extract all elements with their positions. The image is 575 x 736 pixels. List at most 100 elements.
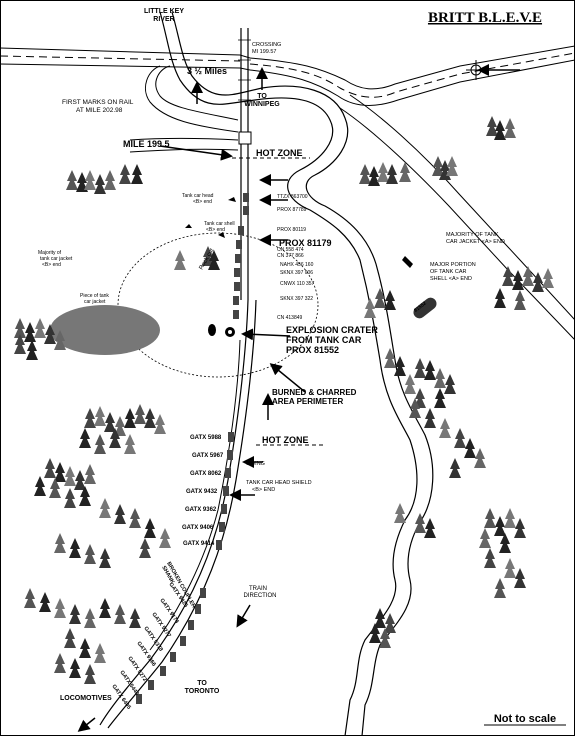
tree-icon xyxy=(512,270,524,290)
tree-icon xyxy=(464,438,476,458)
tree-icon xyxy=(114,604,126,624)
tree-icon xyxy=(542,268,554,288)
tree-icon xyxy=(449,458,461,478)
north-arrow-icon xyxy=(466,60,520,80)
tree-icon xyxy=(84,544,96,564)
tree-icon xyxy=(484,548,496,568)
tree-icon xyxy=(494,120,506,140)
car-label-north: NAHX 456 160 xyxy=(280,262,314,268)
tree-icon xyxy=(502,266,514,286)
tree-icon xyxy=(494,288,506,308)
car-label-north: SKNX 397 006 xyxy=(280,270,313,276)
tree-icon xyxy=(64,488,76,508)
hot-zone-lines xyxy=(232,157,326,446)
tree-icon xyxy=(434,368,446,388)
tree-icon xyxy=(504,508,516,528)
major-portion-label: OF TANK CAR xyxy=(430,269,466,275)
tree-icon xyxy=(124,408,136,428)
burned-area-label: BURNED & CHARRED xyxy=(272,388,357,397)
tree-icon xyxy=(44,458,56,478)
tree-icon xyxy=(364,298,376,318)
tree-icon xyxy=(174,250,186,270)
to-toronto: TO xyxy=(197,680,207,687)
tree-icon xyxy=(494,578,506,598)
tree-icon xyxy=(494,516,506,536)
piece-jacket-label: car jacket xyxy=(84,299,106,305)
tree-icon xyxy=(384,290,396,310)
car-label-south: GATX 8062 xyxy=(190,471,222,477)
crater xyxy=(208,324,235,337)
explosion-label: EXPLOSION CRATER xyxy=(286,325,378,335)
head-shield-label: TANK CAR HEAD SHIELD xyxy=(246,480,312,486)
car-label-north: CN 377 866 xyxy=(277,253,304,259)
tree-icon xyxy=(144,518,156,538)
locomotives-label: LOCOMOTIVES xyxy=(60,695,112,702)
river-label: RIVER xyxy=(153,16,174,23)
tree-icon xyxy=(479,528,491,548)
to-winnipeg: TO xyxy=(257,93,267,100)
tree-icon xyxy=(144,408,156,428)
tree-icon xyxy=(394,503,406,523)
tree-icon xyxy=(79,638,91,658)
car-label-north: CN 558 474 xyxy=(277,247,304,253)
tree-icon xyxy=(64,466,76,486)
tree-icon xyxy=(104,412,116,432)
tree-icon xyxy=(377,162,389,182)
tree-icon xyxy=(154,414,166,434)
car-label-south: GATX 9406 xyxy=(182,525,214,531)
car-label-north: PROX 81179 xyxy=(279,238,332,248)
first-marks-label: AT MILE 202.98 xyxy=(76,107,123,114)
tree-icon xyxy=(114,504,126,524)
tree-icon xyxy=(394,356,406,376)
tree-icon xyxy=(514,290,526,310)
jacket-b-label: Majority of xyxy=(38,250,62,256)
tree-icon xyxy=(99,498,111,518)
car-label-south: GATX 9362 xyxy=(185,507,217,513)
tree-icon xyxy=(69,538,81,558)
tank-head-label: Tank car head xyxy=(182,193,214,199)
crossing-label: CROSSING xyxy=(252,42,281,48)
majority-a-label: MAJORITY OF TANK xyxy=(446,232,499,238)
tree-icon xyxy=(84,170,96,190)
tree-icon xyxy=(84,464,96,484)
debris xyxy=(185,197,413,268)
to-toronto: TORONTO xyxy=(185,688,220,695)
jacket-b-label: tank car jacket xyxy=(40,256,73,262)
distance-label: 3 ½ Miles xyxy=(187,66,227,76)
tree-icon xyxy=(514,568,526,588)
tree-icon xyxy=(404,374,416,394)
tank-shell-a xyxy=(413,297,437,319)
tree-icon xyxy=(64,628,76,648)
tree-icon xyxy=(34,476,46,496)
tree-icon xyxy=(34,318,46,338)
tree-icon xyxy=(139,538,151,558)
tree-icon xyxy=(119,164,131,184)
explosion-label: PROX 81552 xyxy=(286,345,339,355)
majority-a-label: CAR JACKET <A> END xyxy=(446,239,505,245)
map-title: BRITT B.L.E.V.E xyxy=(428,10,542,26)
tree-icon xyxy=(99,548,111,568)
car-label-north: SKNX 397 322 xyxy=(280,296,313,302)
car-label-north: CN 413849 xyxy=(277,315,303,321)
tree-icon xyxy=(384,348,396,368)
tree-icon xyxy=(94,406,106,426)
train-direction-label: TRAIN xyxy=(249,586,267,592)
tree-icon xyxy=(504,118,516,138)
car-label-north: TTZX 863700 xyxy=(277,194,308,200)
hot-zone-top: HOT ZONE xyxy=(256,148,303,158)
car-label-north: PROX 80119 xyxy=(277,227,306,233)
major-portion-label: SHELL <A> END xyxy=(430,276,472,282)
tree-icon xyxy=(134,404,146,424)
piece-jacket-label: Piece of tank xyxy=(80,293,109,299)
explosion-label: FROM TANK CAR xyxy=(286,335,362,345)
tree-icon xyxy=(434,388,446,408)
tank-shell-label: Tank car shell xyxy=(204,221,235,227)
car-label-south: GATX 9432 xyxy=(186,489,218,495)
major-portion-label: MAJOR PORTION xyxy=(430,262,476,268)
train-direction-label: DIRECTION xyxy=(244,593,277,599)
pond xyxy=(50,305,160,355)
tree-icon xyxy=(84,408,96,428)
tank-cars-south xyxy=(136,432,234,704)
tree-icon xyxy=(514,518,526,538)
